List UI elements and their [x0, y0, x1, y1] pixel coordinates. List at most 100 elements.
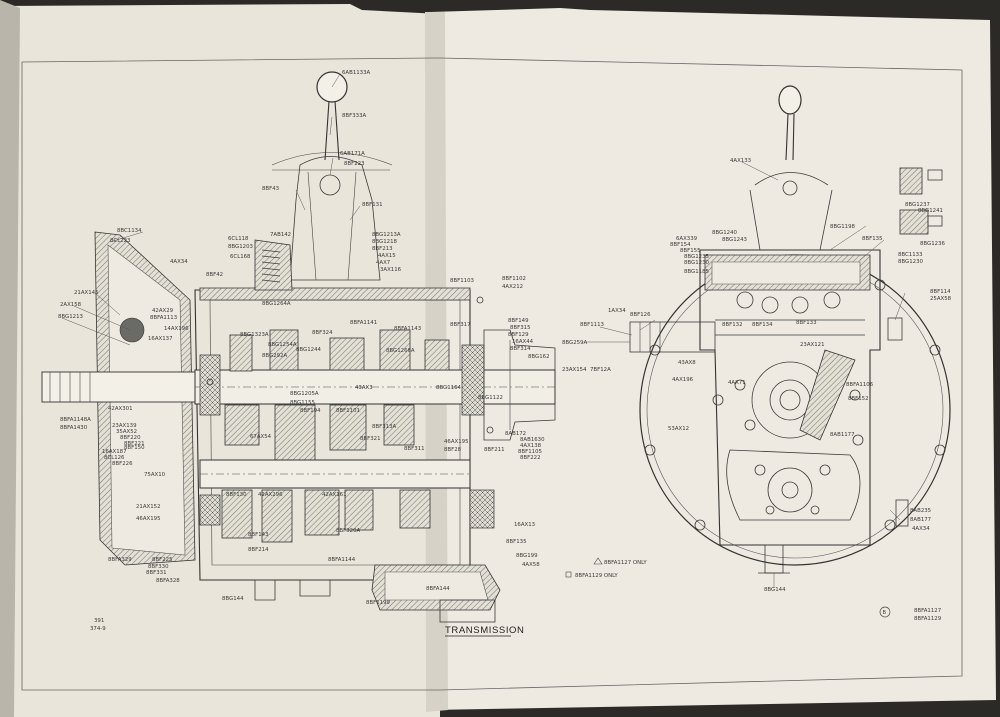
- part-label: 8BG259A: [562, 340, 587, 346]
- part-label: 8BFA1106: [846, 382, 874, 388]
- part-label: 8BG1230: [898, 259, 923, 265]
- part-label: 8BG1240: [712, 230, 737, 236]
- part-label: 8AB172: [505, 431, 526, 437]
- part-label: 4AX133: [730, 158, 751, 164]
- part-label: 16AX13: [514, 522, 535, 528]
- case-end-outline: [699, 249, 881, 546]
- page-edge-shadow: [0, 0, 20, 717]
- part-label: 7AB142: [270, 232, 291, 238]
- part-label: 4AX34: [912, 526, 930, 532]
- part-label: 7BF12A: [590, 367, 611, 373]
- page-ref-line2: 374-9: [90, 626, 106, 632]
- part-label: 8BG1203: [228, 244, 253, 250]
- bearing-rear: [461, 344, 485, 416]
- part-label: 21AX145: [74, 290, 99, 296]
- part-label: 1AX34: [608, 308, 626, 314]
- part-label: 8BF131: [362, 202, 383, 208]
- part-label: 8BF114: [930, 289, 951, 295]
- part-label: 6CL118: [228, 236, 249, 242]
- part-label: 8BF43: [262, 186, 279, 192]
- part-label: 8BG1230: [684, 260, 709, 266]
- part-label: 8BFA1113: [150, 315, 177, 321]
- circle-b-symbol: B: [883, 610, 887, 616]
- part-label: 8BFA1144: [328, 557, 356, 563]
- part-label: 8BG292A: [262, 353, 287, 359]
- part-label: 23AX139: [112, 423, 137, 429]
- part-label: 8BG1218: [372, 239, 397, 245]
- part-label: 6AX339: [676, 236, 698, 242]
- part-label: 8AB1177: [830, 432, 855, 438]
- part-label: 8BF214: [248, 547, 269, 553]
- end-section: [629, 85, 951, 574]
- part-label: 8BF213: [372, 246, 393, 252]
- part-label: 8BFA144: [426, 586, 450, 592]
- note-b: 8BFA1129 ONLY: [575, 573, 618, 579]
- part-label: 4AX58: [522, 562, 540, 568]
- part-label: 8BF134: [752, 322, 773, 328]
- part-label: 8BF1105: [518, 449, 542, 455]
- part-label: 8BF221: [124, 441, 145, 447]
- part-label: 8BF150: [124, 445, 145, 451]
- part-label: 8BC1134: [117, 228, 142, 234]
- part-label: 6AB1133A: [342, 70, 371, 76]
- part-label: 8BF226: [112, 461, 133, 467]
- circle-b-line1: 8BFA1127: [914, 608, 941, 614]
- part-label: 8BF1101: [336, 408, 360, 414]
- part-label: 4AX34: [170, 259, 188, 265]
- part-label: 8BG1254A: [268, 342, 297, 348]
- part-label: 8BF223: [344, 161, 365, 167]
- part-label: 42AX29: [152, 308, 174, 314]
- part-label: 8BF152: [848, 396, 869, 402]
- part-label: 8BF324: [312, 330, 333, 336]
- part-label: 8BG1213A: [372, 232, 401, 238]
- part-label: 4AX196: [672, 377, 694, 383]
- part-label: 23AX154: [562, 367, 587, 373]
- square-note-icon: [565, 571, 572, 578]
- drawing-frame: [21, 57, 963, 691]
- part-label: 8BF155: [680, 248, 701, 254]
- part-label: 42AX296: [258, 492, 283, 498]
- part-label: 42AX301: [108, 406, 133, 412]
- part-label: 8BF130: [226, 492, 247, 498]
- part-label: 8BF1113: [580, 322, 604, 328]
- part-label: 16AX137: [148, 336, 173, 342]
- part-label: 3AX116: [380, 267, 402, 273]
- part-label: 14AX196: [164, 326, 189, 332]
- part-label: 21AX152: [136, 504, 161, 510]
- leader-lines: [61, 73, 906, 588]
- part-label: 8BF311: [404, 446, 425, 452]
- part-label: 35AX52: [116, 429, 137, 435]
- part-label: 8BG144: [222, 596, 244, 602]
- footnotes: 8BFA1127 ONLY 8BFA1129 ONLY B 8BFA1127 8…: [565, 557, 942, 622]
- part-label: 4AX7: [376, 260, 390, 266]
- part-label: 8BG1241: [918, 208, 943, 214]
- part-label: 43AX8: [678, 360, 696, 366]
- part-label: 16AX187: [102, 449, 127, 455]
- part-label: 8BG1185: [684, 269, 709, 275]
- part-label: 8BF129: [508, 332, 529, 338]
- part-label: 23AX121: [800, 342, 825, 348]
- part-label: 8BG1235: [684, 254, 709, 260]
- part-label: 8CL223: [110, 238, 131, 244]
- part-label: 8BF42: [206, 272, 223, 278]
- part-label: 8BC1133: [898, 252, 923, 258]
- part-label: 4AX212: [502, 284, 523, 290]
- part-label: 8BG1198: [830, 224, 855, 230]
- part-label: 16AX44: [512, 339, 534, 345]
- part-label: 8BF314: [510, 346, 531, 352]
- triangle-note-icon: [593, 557, 603, 565]
- part-label: 8BF225: [152, 557, 173, 563]
- part-label: 8BFA1430: [60, 425, 88, 431]
- left-labels: 6AB1133A 8BF333A 6AB171A 8BF223 8BF43 8B…: [58, 70, 550, 606]
- part-label: 8BG1323A: [240, 332, 269, 338]
- part-label: 8BF1199: [366, 600, 391, 606]
- part-label: 8BF149: [508, 318, 529, 324]
- part-label: 25AX58: [930, 296, 952, 302]
- part-label: 8BG144: [764, 587, 786, 593]
- part-label: 8BF28: [444, 447, 462, 453]
- part-label: 8BG1164: [436, 385, 461, 391]
- part-label: 42AX161: [322, 492, 347, 498]
- part-label: 4AX138: [520, 443, 542, 449]
- part-label: 8CL126: [104, 455, 125, 461]
- part-label: 46AX195: [444, 439, 469, 445]
